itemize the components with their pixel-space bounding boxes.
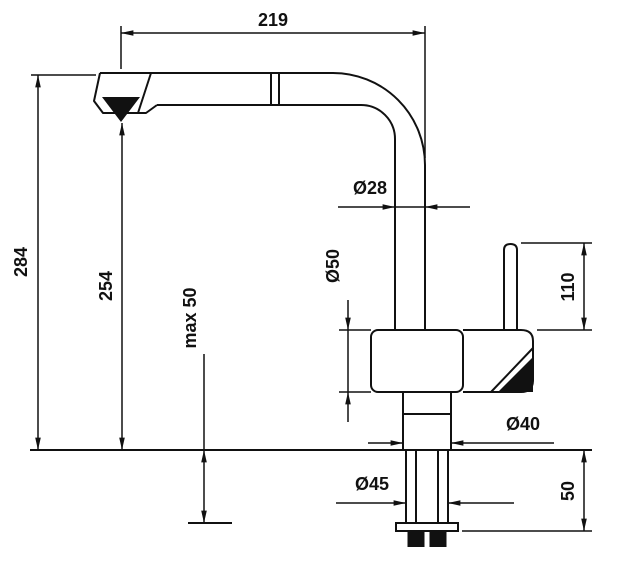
aerator-outlet-triangle xyxy=(102,97,140,122)
dimension-body-diameter: Ø50 xyxy=(323,249,371,422)
dim-label-spout-height: 254 xyxy=(96,271,116,301)
mounting-shank xyxy=(405,450,449,523)
mounting-nut-left xyxy=(407,531,425,547)
dim-label-body-diameter: Ø50 xyxy=(323,249,343,283)
pullout-joint-lines xyxy=(270,73,280,105)
dimension-counter-thickness: max 50 xyxy=(180,287,207,524)
dim-label-counter-thickness: max 50 xyxy=(180,287,200,348)
dimension-below-counter: 50 xyxy=(462,449,592,532)
dimension-base-diameter: Ø40 xyxy=(368,414,554,446)
mixer-body xyxy=(370,329,464,393)
dim-label-spout-reach: 219 xyxy=(258,10,288,30)
lever-socket-wedge xyxy=(498,357,533,392)
spout-bottom-and-riser-inner xyxy=(157,104,396,330)
dimension-lever-height: 110 xyxy=(521,242,592,331)
dimension-overall-height: 284 xyxy=(11,74,96,451)
dimension-shank-diameter: Ø45 xyxy=(336,474,514,506)
dim-label-riser-diameter: Ø28 xyxy=(353,178,387,198)
dim-label-lever-height: 110 xyxy=(558,272,578,301)
dimension-spout-height: 254 xyxy=(96,122,125,451)
lever-handle-rod xyxy=(503,243,518,330)
dim-label-base-diameter: Ø40 xyxy=(506,414,540,434)
dimension-spout-reach: 219 xyxy=(120,10,426,158)
spray-head-joint-line xyxy=(137,72,152,114)
dim-label-below-counter: 50 xyxy=(558,481,578,501)
base-neck xyxy=(402,392,452,450)
spout-top-and-riser-outer xyxy=(100,72,426,330)
mounting-bracket xyxy=(395,522,459,532)
dim-label-shank-diameter: Ø45 xyxy=(355,474,389,494)
spray-head-outline xyxy=(93,72,158,114)
dimension-riser-diameter: Ø28 xyxy=(338,178,470,210)
lever-socket-diagonal xyxy=(490,347,534,393)
faucet-outline xyxy=(30,72,592,547)
mounting-studs xyxy=(415,450,439,533)
dim-label-overall-height: 284 xyxy=(11,247,31,277)
mounting-nut-right xyxy=(429,531,447,547)
